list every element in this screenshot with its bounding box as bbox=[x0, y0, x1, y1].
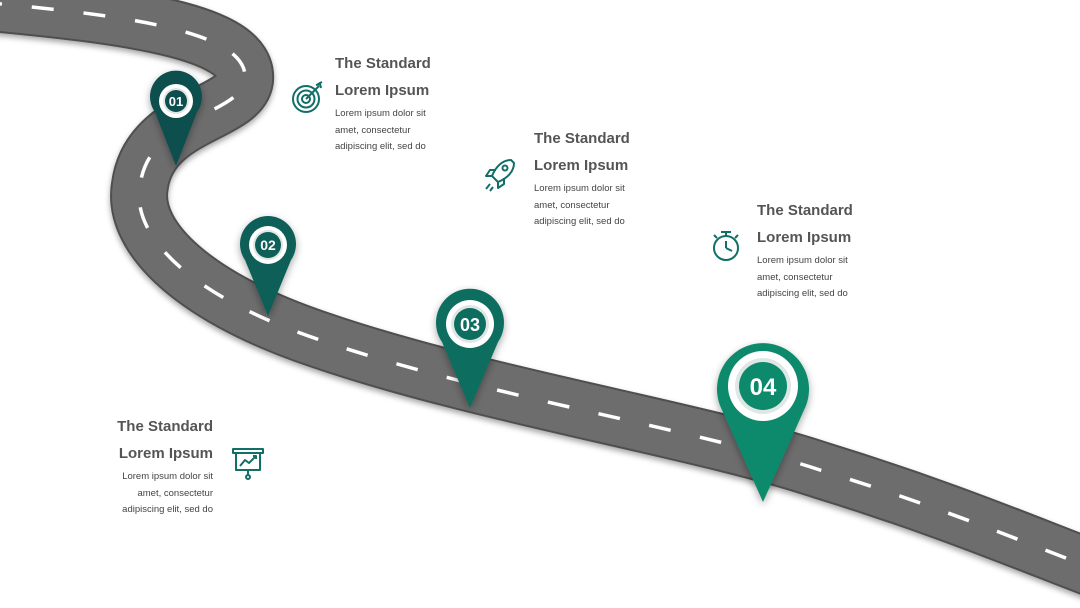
lane-marking bbox=[0, 2, 1080, 566]
milestone-pin-03: 03 bbox=[436, 288, 504, 408]
pin-label: 01 bbox=[169, 94, 183, 109]
pin-label: 02 bbox=[260, 237, 276, 253]
milestone-text-04: The Standard Lorem Ipsum Lorem ipsum dol… bbox=[63, 418, 213, 519]
rocket-icon bbox=[485, 159, 515, 192]
block-title: The Standard bbox=[757, 202, 853, 219]
milestone-pin-01: 01 bbox=[150, 70, 202, 166]
block-subtitle: Lorem Ipsum bbox=[757, 229, 852, 246]
block-body: Lorem ipsum dolor sit amet, consectetur … bbox=[122, 471, 213, 515]
milestone-text-03: The Standard Lorem Ipsum Lorem ipsum dol… bbox=[757, 202, 907, 303]
pin-label: 04 bbox=[750, 374, 777, 401]
block-subtitle: Lorem Ipsum bbox=[118, 445, 213, 462]
stopwatch-icon bbox=[713, 231, 739, 261]
block-title: The Standard bbox=[534, 130, 630, 147]
block-title: The Standard bbox=[335, 55, 431, 72]
milestone-pin-02: 02 bbox=[240, 216, 296, 316]
milestone-text-02: The Standard Lorem Ipsum Lorem ipsum dol… bbox=[534, 130, 684, 231]
pin-label: 03 bbox=[460, 315, 480, 335]
block-body: Lorem ipsum dolor sit amet, consectetur … bbox=[534, 183, 625, 227]
block-body: Lorem ipsum dolor sit amet, consectetur … bbox=[335, 108, 426, 152]
road bbox=[0, 0, 1080, 595]
block-subtitle: Lorem Ipsum bbox=[534, 157, 629, 174]
milestone-text-01: The Standard Lorem Ipsum Lorem ipsum dol… bbox=[335, 55, 485, 156]
block-body: Lorem ipsum dolor sit amet, consectetur … bbox=[757, 255, 848, 299]
presentation-chart-icon bbox=[232, 448, 264, 480]
block-title: The Standard bbox=[117, 418, 213, 435]
target-icon bbox=[292, 81, 323, 113]
block-subtitle: Lorem Ipsum bbox=[335, 82, 430, 99]
milestone-pin-04: 04 bbox=[717, 343, 809, 502]
